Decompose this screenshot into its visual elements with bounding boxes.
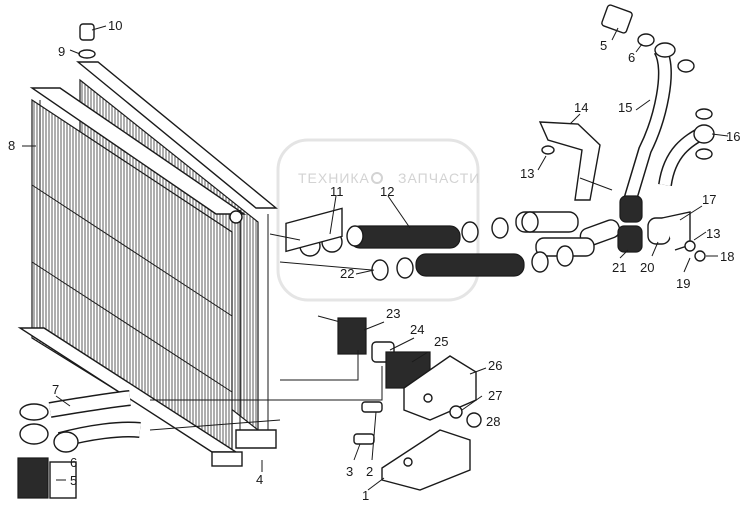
callout-6-top: 6 [628,50,635,65]
strap-17 [661,211,706,262]
leader-lines [22,25,729,491]
callout-5-top: 5 [600,38,607,53]
callout-27: 27 [488,388,502,403]
callout-25: 25 [434,334,448,349]
callout-6-bottom: 6 [70,455,77,470]
watermark: ТЕХНИКА ЗАПЧАСТИ [276,138,480,302]
callout-19: 19 [676,276,690,291]
callout-4: 4 [256,472,263,487]
callout-8: 8 [8,138,15,153]
bracket-14 [538,121,613,201]
callout-13-right: 13 [706,226,720,241]
callout-12: 12 [380,184,394,199]
sleeve-21 [617,195,643,253]
hose-12-upper [349,211,621,249]
callout-15: 15 [618,100,632,115]
drain-plug-10 [78,23,96,59]
callout-28: 28 [486,414,500,429]
bracket-1 [381,429,471,491]
callout-16: 16 [726,129,740,144]
callout-21: 21 [612,260,626,275]
callout-14: 14 [574,100,588,115]
callout-13-top: 13 [520,166,534,181]
callout-22: 22 [340,266,354,281]
callout-5-bottom: 5 [70,473,77,488]
nut-27-28 [449,405,482,428]
pipe-16 [658,108,715,187]
upper-bolt-5 [601,4,695,73]
callout-23: 23 [386,306,400,321]
watermark-line1: ТЕХНИКА [298,170,370,186]
clamps-22 [371,245,574,281]
lower-hose-7 [19,390,141,453]
callout-9: 9 [58,44,65,59]
pipe-15 [623,42,676,203]
callout-26: 26 [488,358,502,373]
gear-icon [371,172,383,184]
mount-26 [403,355,477,421]
callout-10: 10 [108,18,122,33]
lower-fittings-5-6 [17,457,77,499]
front-radiator [17,87,247,467]
callout-labels: 10 9 8 5 6 14 15 16 13 11 12 17 13 18 19… [8,18,740,503]
callout-11: 11 [330,184,344,199]
callout-2: 2 [366,464,373,479]
callout-3: 3 [346,464,353,479]
watermark-line2: ЗАПЧАСТИ [398,170,480,186]
callout-20: 20 [640,260,654,275]
callout-7: 7 [52,382,59,397]
hose-12-lower [415,237,595,277]
callout-1: 1 [362,488,369,503]
bolts-2-3 [353,401,383,445]
callout-17: 17 [702,192,716,207]
callout-18: 18 [720,249,734,264]
callout-24: 24 [410,322,424,337]
